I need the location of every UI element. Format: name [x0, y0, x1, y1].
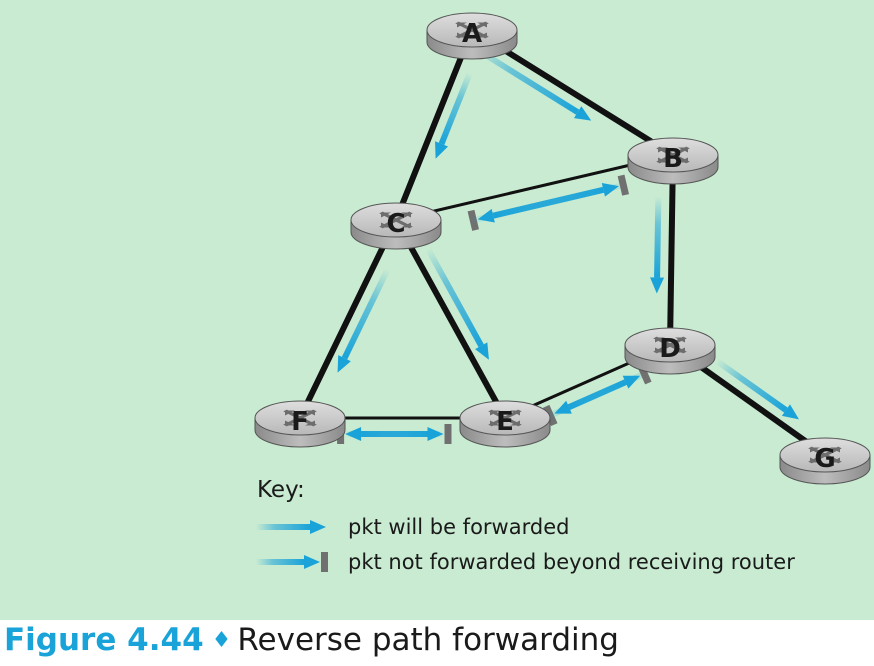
router-label-b: B [663, 144, 683, 174]
caption-diamond-icon: ♦ [211, 628, 232, 653]
router-cross-icon [455, 21, 489, 39]
router-cross-icon [379, 211, 413, 229]
router-label-d: D [659, 334, 681, 364]
links-layer [297, 27, 828, 458]
packet-arrow-f-to-e-blocker [444, 424, 452, 444]
reverse-path-forwarding-diagram: A B C D E F G Key: pkt will be forwarded pkt n… [254, 12, 871, 574]
router-g: G [779, 437, 871, 485]
figure-caption: Figure 4.44 ♦Reverse path forwarding [4, 618, 874, 662]
link-a-c [393, 27, 475, 223]
packet-arrow-a-to-b [473, 45, 592, 121]
link-c-f [297, 217, 399, 421]
router-cross-icon [808, 446, 842, 464]
packet-arrow-c-to-e [425, 247, 489, 360]
link-b-c [394, 153, 675, 222]
packets-layer [337, 45, 800, 444]
routers-layer: A B C D E F G [254, 12, 871, 485]
router-e: E [459, 400, 551, 448]
router-cross-icon [283, 409, 317, 427]
link-b-d [667, 152, 676, 348]
key-arrow-not-forwarded-blocker [321, 552, 328, 572]
router-a: A [426, 12, 518, 60]
router-b: B [627, 137, 719, 185]
figure-panel: A B C D E F G Key: pkt will be forwarded pkt n… [0, 0, 874, 620]
router-cross-icon [656, 146, 690, 164]
packet-arrow-d-to-g [715, 358, 800, 420]
router-c: C [350, 202, 442, 250]
key-title: Key: [257, 477, 305, 503]
router-label-g: G [814, 444, 835, 474]
key-forwarded-label: pkt will be forwarded [348, 515, 569, 539]
router-label-c: C [386, 209, 405, 239]
packet-arrow-c-to-b [468, 174, 630, 225]
key-forwarded-arrow-icon [256, 520, 326, 534]
router-label-e: E [496, 407, 514, 437]
link-c-e [393, 217, 508, 421]
key: Key: pkt will be forwarded pkt not forwa… [256, 477, 795, 574]
router-f: F [254, 400, 346, 448]
router-label-a: A [462, 19, 482, 49]
key-arrow-not-forwarded [256, 552, 328, 572]
router-d: D [624, 327, 716, 375]
figure-number: Figure 4.44 [4, 622, 204, 658]
packet-arrow-a-to-c [435, 72, 473, 159]
packet-arrow-b-to-d [650, 196, 665, 294]
router-cross-icon [653, 336, 687, 354]
figure-title: Reverse path forwarding [237, 622, 619, 658]
key-arrow-forwarded [256, 520, 326, 534]
router-cross-icon [488, 409, 522, 427]
router-label-f: F [291, 407, 309, 437]
key-not-forwarded-arrow-icon [256, 552, 328, 572]
packet-arrow-c-to-f [337, 268, 391, 373]
packet-arrow-c-to-b-blocker [617, 174, 630, 196]
packet-arrow-f-to-e [345, 424, 452, 444]
key-not-forwarded-label: pkt not forwarded beyond receiving route… [348, 550, 795, 574]
